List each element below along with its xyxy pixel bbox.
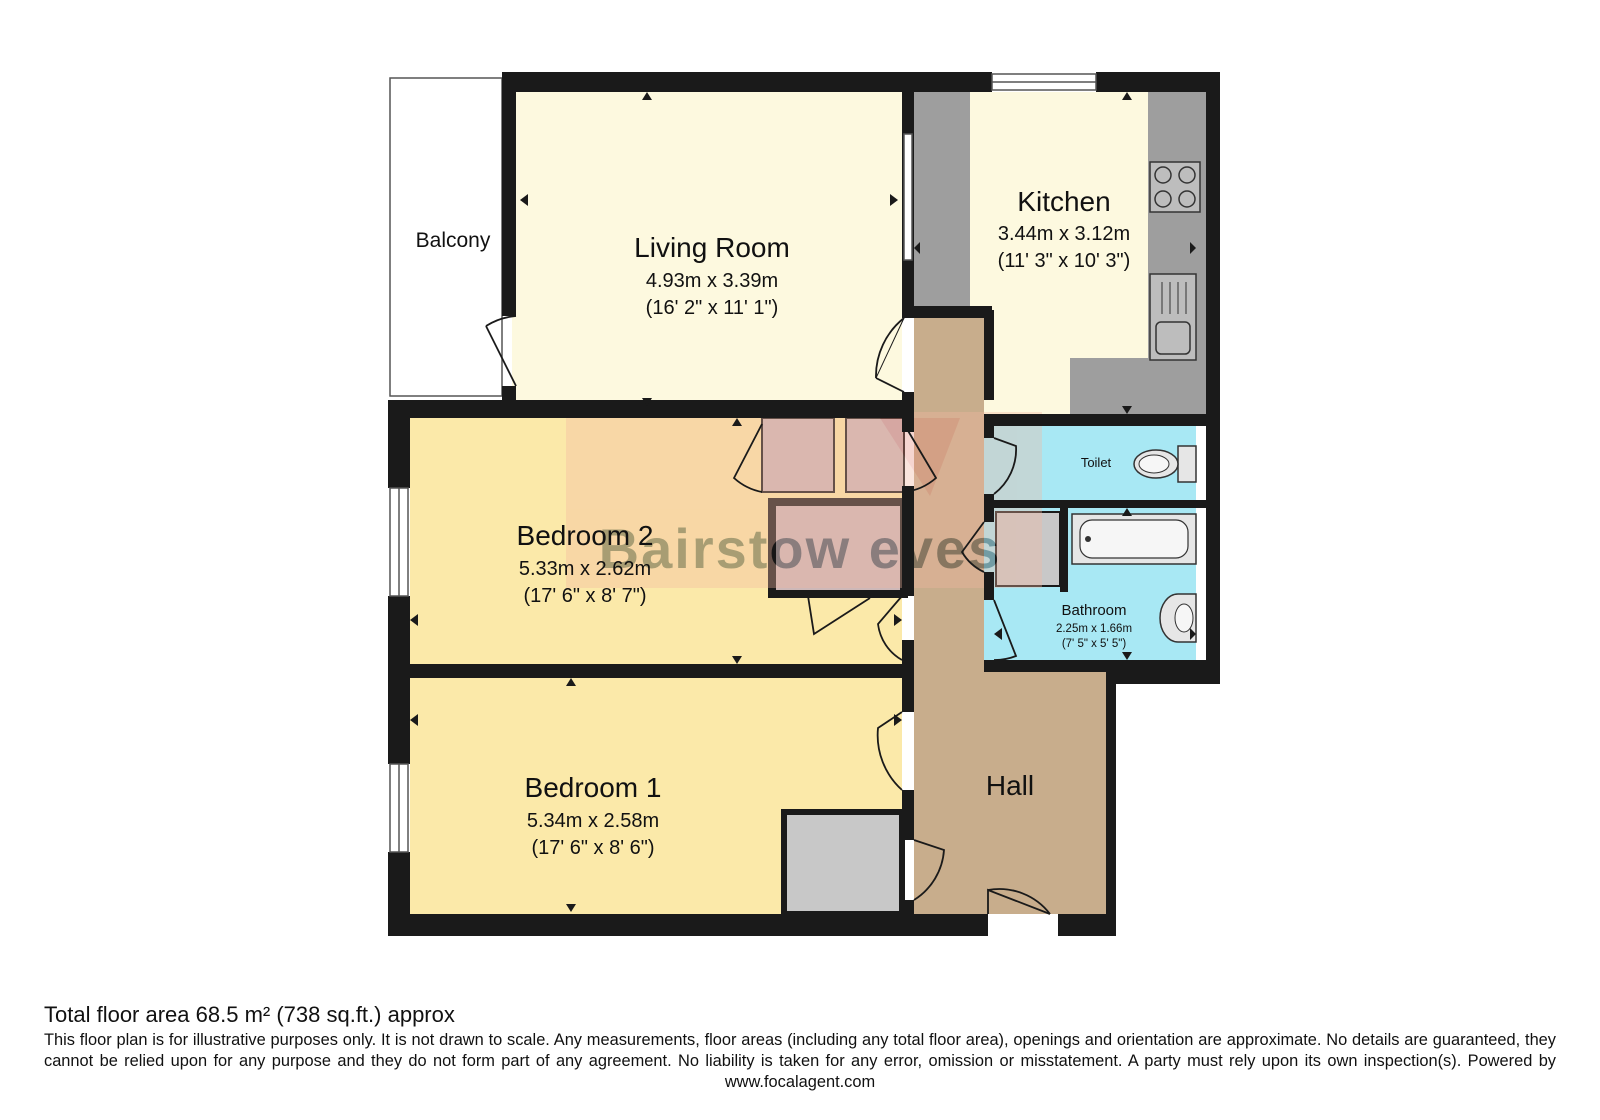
door-bedroom-1-cupboard[interactable]	[913, 839, 945, 901]
door-bathroom[interactable]	[993, 599, 1018, 661]
door-balcony[interactable]	[485, 315, 517, 387]
door-cupboard-right[interactable]	[903, 423, 938, 493]
wall-hall-left-d	[902, 790, 914, 840]
sink-icon	[1149, 273, 1197, 361]
wall-top-kitchen-right	[1096, 72, 1220, 92]
hall-label: Hall	[986, 770, 1034, 801]
bedroom-1-metric: 5.34m x 2.58m	[527, 810, 659, 832]
kitchen-imperial: (11' 3" x 10' 3")	[998, 250, 1131, 272]
watermark: Bairstow eves	[566, 412, 1042, 588]
disclaimer-text: This floor plan is for illustrative purp…	[44, 1031, 1556, 1091]
balcony-area	[389, 77, 503, 397]
wall-hall-right	[1106, 672, 1116, 936]
wall-bathroom-cupboard	[1060, 508, 1068, 592]
wall-hall-right-d	[984, 572, 994, 600]
wall-bottom-right	[1058, 914, 1116, 936]
room-labels: Balcony Living Room 4.93m x 3.39m (16' 2…	[416, 186, 1132, 859]
wall-hall-right-b	[984, 426, 994, 438]
kitchen-label: Kitchen	[1017, 186, 1110, 217]
wall-bathroom-hall	[984, 660, 1206, 672]
door-wardrobe[interactable]	[807, 595, 871, 636]
bathroom-imperial: (7' 5" x 5' 5")	[1062, 638, 1126, 650]
door-toilet[interactable]	[993, 437, 1017, 495]
door-bathroom-cupboard[interactable]	[960, 521, 985, 573]
walls	[388, 72, 1220, 936]
wall-hall-right-c	[984, 494, 994, 522]
wall-bottom-left	[388, 914, 988, 936]
wall-bedrooms	[410, 664, 904, 678]
wall-toilet-bathroom	[984, 500, 1206, 508]
door-bedroom-2[interactable]	[877, 595, 903, 661]
wall-hall-left-a	[902, 392, 914, 432]
bedroom-2-metric: 5.33m x 2.62m	[519, 558, 651, 580]
floor-plan: Bairstow eves	[388, 72, 1220, 936]
bathroom-metric: 2.25m x 1.66m	[1056, 623, 1132, 635]
living-room-label: Living Room	[634, 232, 790, 263]
cupboard-right	[845, 417, 905, 493]
bedroom-1-wardrobe	[781, 809, 905, 917]
living-room-imperial: (16' 2" x 11' 1")	[646, 297, 779, 319]
doors	[485, 315, 1051, 915]
basin-icon	[1159, 593, 1197, 643]
hall-floor	[914, 318, 1106, 914]
wall-left-living	[502, 72, 516, 316]
wall-left-bedroom-mid	[388, 596, 410, 764]
wall-hall-left-c	[902, 640, 914, 712]
toilet-label: Toilet	[1081, 455, 1112, 470]
bedroom-2-label: Bedroom 2	[517, 520, 654, 551]
kitchen-worktop-bottom	[1070, 358, 1206, 414]
living-room-floor	[512, 92, 902, 406]
wall-kitchen-toilet	[984, 414, 1206, 426]
wall-hall-left-e	[902, 900, 914, 936]
bedroom-2-imperial: (17' 6" x 8' 7")	[524, 585, 647, 607]
wall-hall-right-a	[984, 310, 994, 400]
kitchen-metric: 3.44m x 3.12m	[998, 223, 1130, 245]
balcony-label: Balcony	[416, 229, 491, 252]
window-living	[903, 133, 913, 261]
wall-top-kitchen	[910, 72, 992, 92]
hob-icon	[1149, 161, 1201, 213]
bathroom-cupboard	[995, 511, 1061, 587]
bathroom-label: Bathroom	[1061, 602, 1126, 619]
toilet-icon	[1133, 445, 1197, 483]
bedroom-1-label: Bedroom 1	[525, 772, 662, 803]
wall-kitchen-hall-top	[902, 306, 992, 318]
windows	[389, 73, 1097, 853]
door-cupboard-left[interactable]	[732, 423, 763, 493]
door-living[interactable]	[875, 317, 905, 393]
bedroom-1-imperial: (17' 6" x 8' 6")	[532, 837, 655, 859]
watermark-text: Bairstow eves	[599, 517, 1002, 580]
living-room-metric: 4.93m x 3.39m	[646, 270, 778, 292]
wall-hall-left-b	[902, 486, 914, 596]
total-floor-area: Total floor area 68.5 m² (738 sq.ft.) ap…	[44, 1002, 455, 1027]
wall-left-bedroom	[388, 400, 410, 488]
wall-top-living	[502, 72, 910, 92]
wall-right	[1206, 72, 1220, 684]
door-front[interactable]	[987, 888, 1051, 915]
cupboard-left	[761, 417, 835, 493]
wall-left-bedroom-low	[388, 852, 410, 936]
kitchen-worktop-left	[914, 92, 970, 310]
wall-living-bedroom	[388, 400, 904, 418]
door-bedroom-1[interactable]	[876, 711, 903, 791]
dimension-markers	[410, 92, 1196, 912]
fixtures	[761, 92, 1206, 917]
